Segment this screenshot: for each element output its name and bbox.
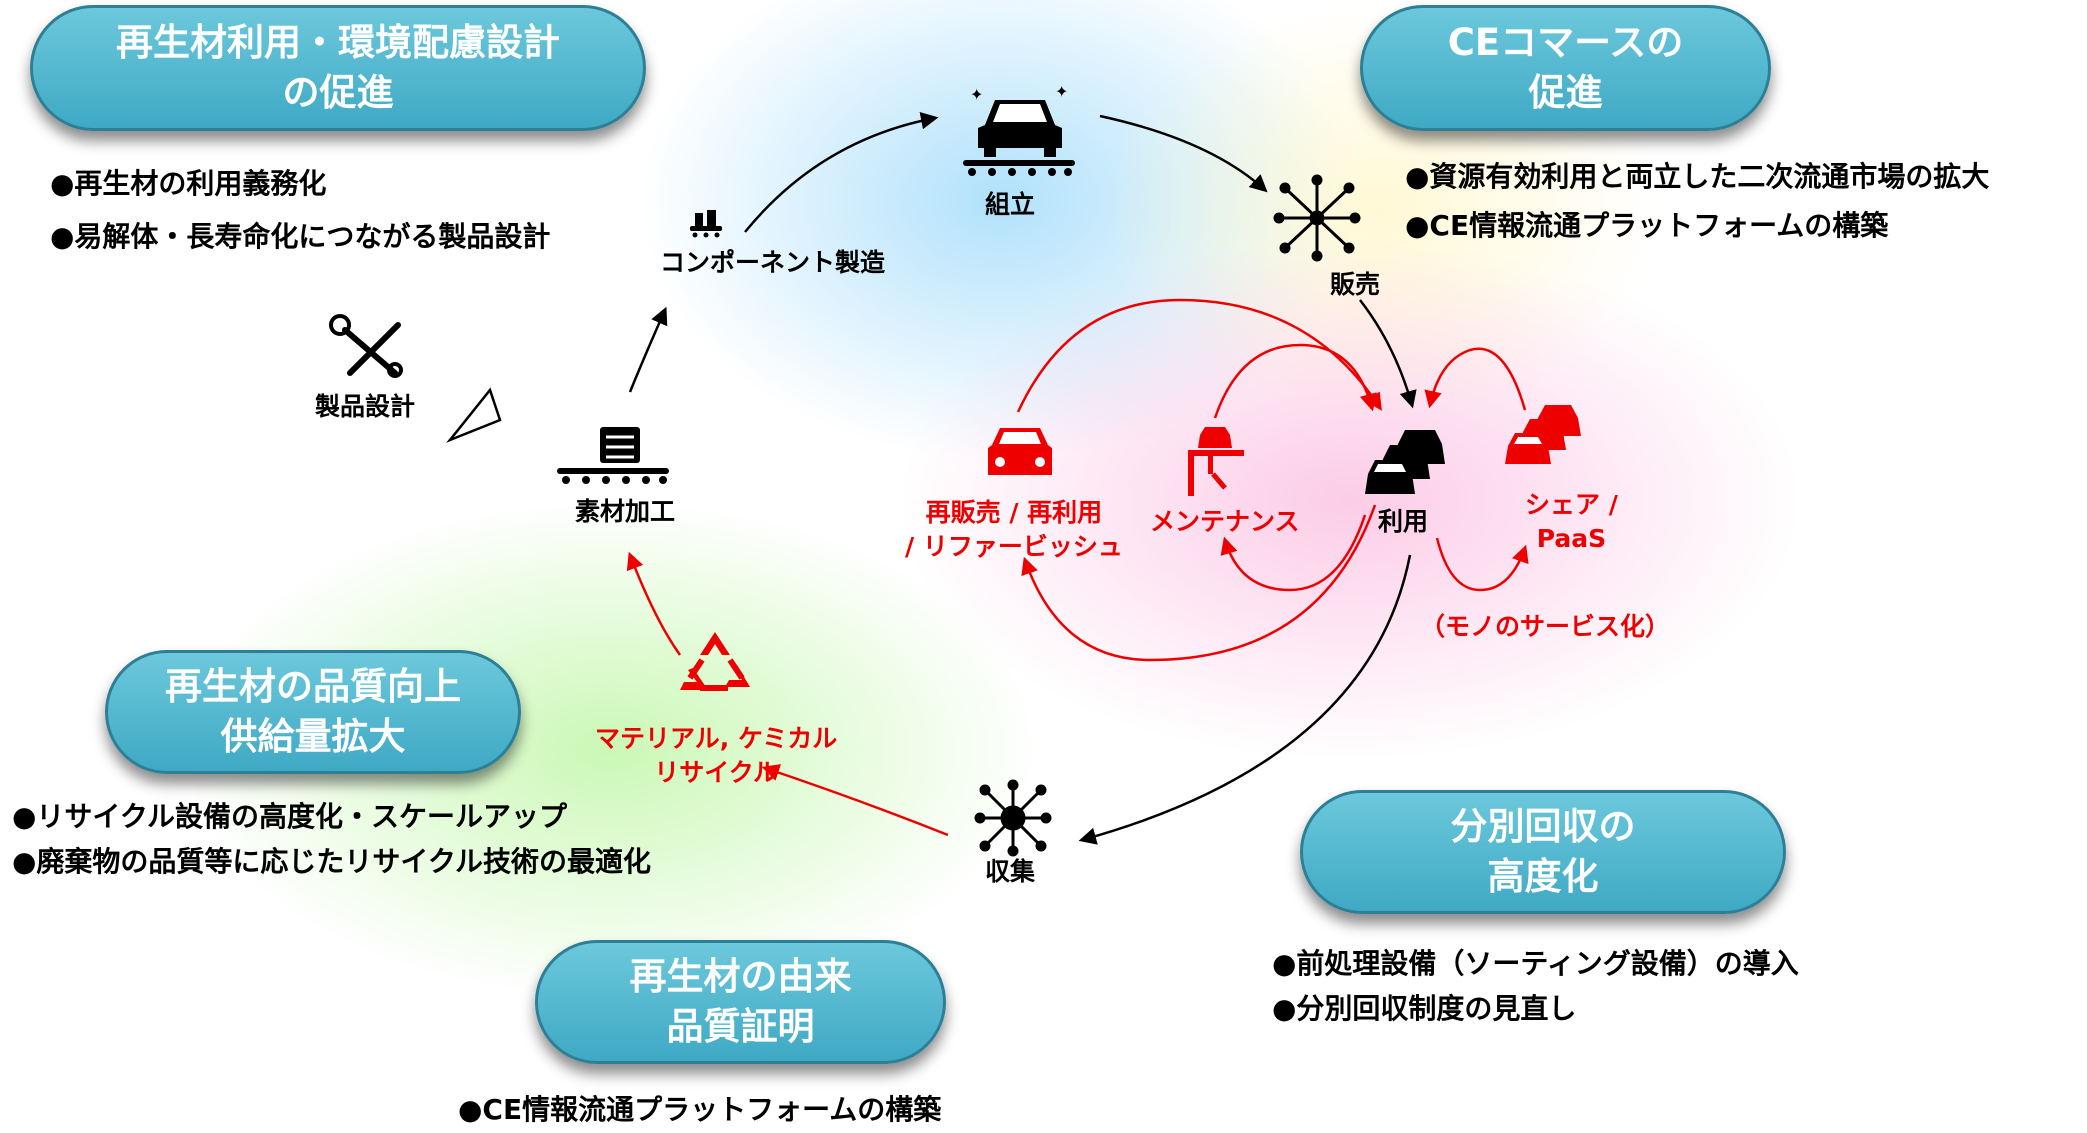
material-processing-icon (557, 427, 669, 484)
bullets-top-right: ●資源有効利用と両立した二次流通市場の拡大 ●CE情報流通プラットフォームの構築 (1405, 155, 1989, 249)
arrow-use-to-resale (1021, 504, 1377, 662)
arrow-use-to-share (1435, 537, 1529, 592)
arrow-resale-to-use (1016, 298, 1382, 413)
bullet-item: ●CE情報流通プラットフォームの構築 (1405, 208, 1889, 242)
node-resale-line: / リファービッシュ (905, 531, 1123, 561)
component-icon (690, 210, 722, 238)
node-recycle-line: リサイクル (654, 757, 778, 787)
node-share-label: シェア / PaaS (1525, 488, 1618, 556)
recycle-icon (680, 632, 750, 691)
bullet-item: ●前処理設備（ソーティング設備）の導入 (1272, 947, 1799, 980)
arrow-assembly-to-sales (1099, 114, 1268, 193)
bullets-mid-left: ●リサイクル設備の高度化・スケールアップ ●廃棄物の品質等に応じたリサイクル技術… (12, 795, 651, 885)
heading-quality-supply: 再生材の品質向上 供給量拡大 (105, 650, 521, 774)
heading-origin-certification: 再生材の由来 品質証明 (535, 940, 946, 1064)
use-cars-icon (1365, 430, 1445, 494)
bullet-item: ●再生材の利用義務化 (50, 167, 327, 200)
node-servitization-label: （モノのサービス化） (1420, 612, 1671, 641)
heading-line: 再生材利用・環境配慮設計 (116, 21, 560, 65)
bullet-item: ●リサイクル設備の高度化・スケールアップ (12, 800, 568, 833)
node-recycle-label: マテリアル, ケミカル リサイクル (595, 722, 837, 790)
node-use-label: 利用 (1378, 507, 1429, 536)
bullets-bottom-center: ●CE情報流通プラットフォームの構築 (458, 1088, 941, 1133)
node-maintenance-label: メンテナンス (1150, 507, 1300, 536)
assembly-car-icon: ✦ ✦ (963, 82, 1075, 176)
sales-network-icon (1273, 174, 1361, 262)
node-share-line: シェア / (1525, 490, 1618, 519)
node-assembly-label: 組立 (985, 190, 1036, 219)
collection-hub-icon (974, 779, 1052, 857)
arrow-sales-to-use (1359, 299, 1417, 409)
heading-line: 促進 (1528, 71, 1603, 114)
arrow-share-to-use (1424, 347, 1527, 411)
node-sales-label: 販売 (1330, 270, 1381, 299)
bullets-bottom-right: ●前処理設備（ソーティング設備）の導入 ●分別回収制度の見直し (1272, 942, 1799, 1032)
share-cars-icon (1505, 405, 1581, 464)
svg-text:✦: ✦ (1055, 82, 1068, 101)
node-resale-label: 再販売 / 再利用 / リファービッシュ (905, 496, 1123, 564)
arrow-recycle-to-material (626, 551, 682, 656)
bullet-item: ●CE情報流通プラットフォームの構築 (458, 1093, 942, 1126)
bullet-item: ●易解体・長寿命化につながる製品設計 (50, 219, 551, 253)
node-collection-label: 収集 (985, 857, 1036, 886)
heading-line: 分別回収の (1450, 805, 1636, 849)
arrow-collection-to-recycle (761, 764, 949, 837)
arrow-material-to-component (628, 306, 668, 393)
node-recycle-line: マテリアル, ケミカル (595, 724, 838, 753)
bullets-top-left: ●再生材の利用義務化 ●易解体・長寿命化につながる製品設計 (50, 162, 550, 260)
design-tools-icon (329, 314, 403, 378)
bullet-item: ●資源有効利用と両立した二次流通市場の拡大 (1405, 160, 1990, 193)
heading-sorted-collection: 分別回収の 高度化 (1300, 790, 1786, 914)
arrow-component-to-assembly (744, 112, 939, 233)
bullet-item: ●廃棄物の品質等に応じたリサイクル技術の最適化 (12, 844, 652, 878)
arrow-maintenance-to-use (1213, 343, 1377, 419)
node-material-label: 素材加工 (575, 497, 676, 526)
bullet-item: ●分別回収制度の見直し (1272, 991, 1577, 1025)
heading-line: の促進 (282, 71, 394, 114)
heading-line: 再生材の品質向上 (165, 665, 461, 709)
heading-line: 高度化 (1487, 855, 1599, 898)
node-component-label: コンポーネント製造 (660, 248, 886, 277)
maintenance-lift-icon (1188, 427, 1244, 496)
arrow-use-to-maintenance (1220, 514, 1367, 592)
heading-recycled-material-design: 再生材利用・環境配慮設計 の促進 (30, 5, 646, 131)
heading-line: 再生材の由来 (629, 955, 852, 999)
heading-line: 供給量拡大 (220, 715, 406, 758)
node-share-line: PaaS (1536, 523, 1607, 553)
node-design-label: 製品設計 (315, 392, 416, 421)
design-triangle-shape (446, 387, 502, 443)
heading-ce-commerce: CEコマースの 促進 (1360, 5, 1771, 131)
arrow-use-to-collection (1078, 554, 1412, 845)
svg-text:✦: ✦ (970, 85, 983, 104)
node-resale-line: 再販売 / 再利用 (925, 498, 1103, 527)
resale-car-icon (988, 428, 1052, 475)
heading-line: CEコマースの (1447, 21, 1684, 65)
heading-line: 品質証明 (666, 1005, 815, 1048)
